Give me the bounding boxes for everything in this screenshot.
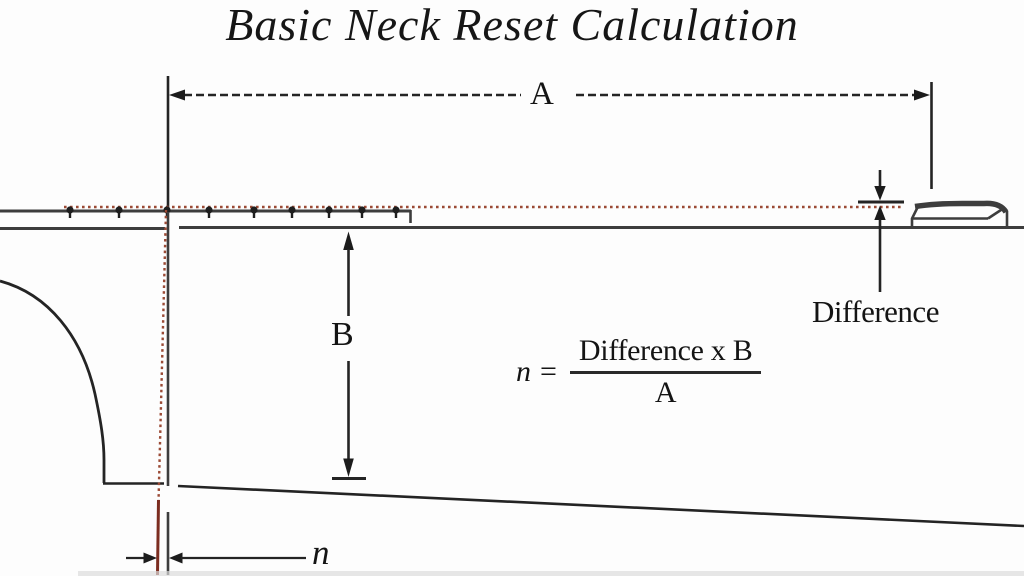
n-dimension-label: n	[312, 533, 330, 572]
formula-denominator: A	[654, 376, 677, 409]
guitar-top-line	[0, 226, 1024, 230]
bridge	[910, 200, 1009, 229]
difference-dimension-arrows	[858, 170, 904, 292]
dimension-b-label: B	[331, 316, 354, 353]
fretboard-line	[0, 209, 412, 223]
difference-label: Difference	[812, 294, 939, 329]
scan-edge-artifact	[78, 571, 1024, 576]
formula-equals: =	[540, 355, 557, 388]
dimension-a-label: A	[530, 76, 554, 112]
body-slope-line	[177, 484, 1024, 528]
formula-lhs: n	[516, 355, 531, 388]
neck-heel-outline	[0, 212, 170, 575]
reset-formula: n = Difference x B A	[516, 334, 762, 410]
dimension-a-arrow	[166, 76, 933, 210]
n-dimension-arrows	[126, 552, 306, 564]
formula-fraction: Difference x B A	[569, 334, 762, 410]
diagram-title: Basic Neck Reset Calculation	[225, 0, 799, 50]
neck-reset-red-line	[156, 209, 168, 576]
formula-numerator: Difference x B	[569, 334, 762, 374]
dimension-b-arrow	[332, 231, 366, 480]
